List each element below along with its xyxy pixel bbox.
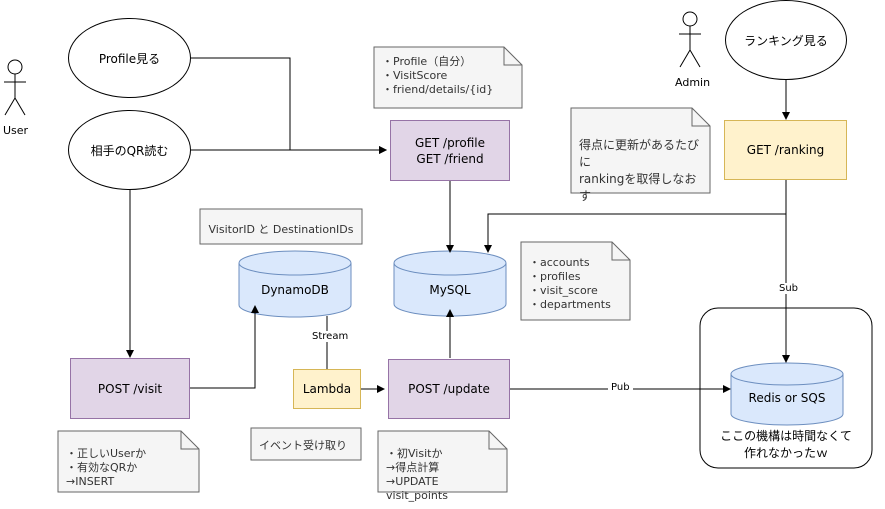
edge-label-sub: Sub	[776, 283, 802, 294]
note-profile-fields: ・Profile（自分） ・VisitScore ・friend/details…	[382, 55, 494, 96]
note-shape-visit	[57, 430, 200, 493]
get-ranking-box: GET /ranking	[724, 120, 847, 180]
note-tables: ・accounts ・profiles ・visit_score ・depart…	[529, 256, 611, 311]
note-shape-profile	[373, 46, 523, 109]
ellipse-ranking-view-label: ランキング見る	[744, 33, 828, 48]
user-actor-label: User	[3, 124, 29, 137]
note-shape-visitor-ids	[199, 208, 363, 245]
ellipse-profile-view: Profile見る	[68, 18, 191, 98]
edge-label-pub: Pub	[608, 382, 633, 393]
redis-label: Redis or SQS	[748, 391, 826, 405]
edge-visit-to-dynamodb	[190, 305, 259, 389]
edge-profile-to-get	[191, 57, 387, 154]
ellipse-read-qr: 相手のQR読む	[68, 110, 191, 190]
mysql-label: MySQL	[429, 283, 471, 297]
note-event-receive: イベント受け取り	[259, 439, 347, 452]
note-ranking-refetch: 得点に更新があるたびに rankingを取得しなおす	[579, 138, 700, 203]
admin-actor-label: Admin	[675, 76, 711, 89]
ellipse-read-qr-label: 相手のQR読む	[90, 143, 169, 158]
post-update-box: POST /update	[388, 359, 510, 419]
note-shape-tables	[520, 241, 631, 321]
note-update-steps: ・初Visitか →得点計算 →UPDATE visit_points	[386, 447, 448, 502]
lambda-box: Lambda	[293, 369, 361, 409]
ellipse-profile-view-label: Profile見る	[98, 51, 161, 66]
redis-group-note: ここの機構は時間なくて 作れなかったｗ	[720, 429, 852, 460]
get-profile-box: GET /profile GET /friend	[390, 120, 510, 181]
edge-ranking-to-mysql	[484, 180, 787, 253]
dynamodb-cylinder	[238, 263, 352, 318]
note-visit-checks: ・正しいUserか ・有効なQRか →INSERT	[66, 447, 147, 488]
note-visitor-ids: VisitorID と DestinationIDs	[208, 223, 354, 236]
note-shape-update	[377, 430, 508, 493]
user-actor-icon	[4, 59, 26, 116]
ellipse-ranking-view: ランキング見る	[725, 0, 847, 80]
admin-actor-icon	[679, 11, 701, 68]
note-shape-ranking	[570, 107, 711, 194]
redis-cylinder	[730, 374, 844, 426]
dynamodb-label: DynamoDB	[261, 283, 329, 297]
note-shape-event	[250, 427, 362, 461]
edge-label-stream: Stream	[309, 331, 352, 342]
post-visit-box: POST /visit	[70, 358, 190, 419]
